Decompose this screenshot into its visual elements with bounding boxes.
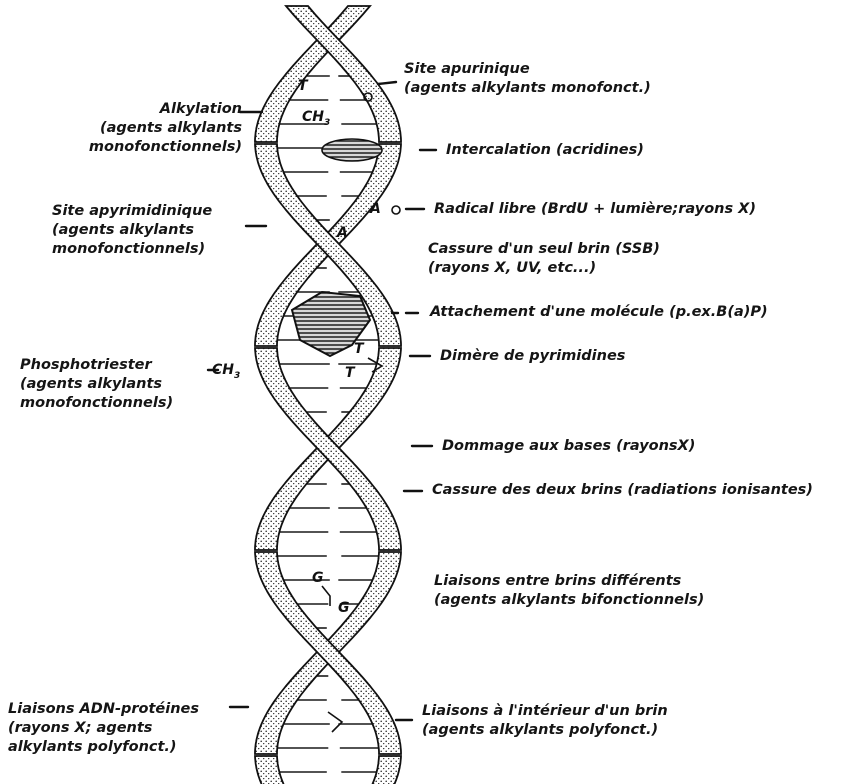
label-liaisons-entre-brins: Liaisons entre brins différents (agents … (434, 572, 704, 610)
base-pair-rungs (277, 76, 378, 772)
marker-methyl-left: CH3 (212, 362, 240, 381)
label-line: (agents alkylants bifonctionnels) (434, 591, 704, 610)
methyl-text: CH (302, 109, 324, 125)
marker-thymine-1: T (298, 78, 308, 94)
label-line: (agents alkylants (72, 119, 242, 138)
marker-guanine-2: G (338, 600, 350, 616)
label-line: (agents alkylants (52, 221, 212, 240)
leader-site-apurinique (378, 82, 396, 84)
label-line: Intercalation (acridines) (446, 141, 644, 160)
label-line: Phosphotriester (20, 356, 173, 375)
label-alkylation: Alkylation (agents alkylants monofonctio… (72, 100, 242, 157)
label-cassure-deux-brins: Cassure des deux brins (radiations ionis… (432, 481, 813, 500)
label-line: alkylants polyfonct.) (8, 738, 199, 757)
marker-thymine-2: T (354, 341, 364, 357)
label-intercalation: Intercalation (acridines) (446, 141, 644, 160)
label-line: (rayons X, UV, etc...) (428, 259, 660, 278)
label-phosphotriester: Phosphotriester (agents alkylants monofo… (20, 356, 173, 413)
intrastrand-link (328, 712, 342, 732)
label-site-apurinique: Site apurinique (agents alkylants monofo… (404, 60, 651, 98)
label-dimere: Dimère de pyrimidines (440, 347, 625, 366)
label-line: Liaisons ADN-protéines (8, 700, 199, 719)
label-liaisons-interieur: Liaisons à l'intérieur d'un brin (agents… (422, 702, 668, 740)
label-attachement: Attachement d'une molécule (p.ex.B(a)P) (430, 303, 768, 322)
label-line: (agents alkylants monofonct.) (404, 79, 651, 98)
label-radical-libre: Radical libre (BrdU + lumière;rayons X) (434, 200, 756, 219)
free-radical-circle (392, 206, 400, 214)
label-line: Site apyrimidinique (52, 202, 212, 221)
label-line: Dimère de pyrimidines (440, 347, 625, 366)
label-site-apyrimidinique: Site apyrimidinique (agents alkylants mo… (52, 202, 212, 259)
marker-adenine-2: A (337, 225, 348, 241)
label-line: (rayons X; agents (8, 719, 199, 738)
label-line: monofonctionnels) (20, 394, 173, 413)
marker-adenine-1: A (370, 201, 381, 217)
label-dommage-bases: Dommage aux bases (rayonsX) (442, 437, 695, 456)
label-line: (agents alkylants polyfonct.) (422, 721, 668, 740)
marker-thymine-3: T (345, 365, 355, 381)
label-liaisons-adn-proteines: Liaisons ADN-protéines (rayons X; agents… (8, 700, 199, 757)
label-line: Radical libre (BrdU + lumière;rayons X) (434, 200, 756, 219)
marker-methyl-top: CH3 (302, 109, 330, 128)
label-line: Attachement d'une molécule (p.ex.B(a)P) (430, 303, 768, 322)
label-line: Cassure d'un seul brin (SSB) (428, 240, 660, 259)
backbone-segment (370, 756, 401, 784)
intercalated-molecule (322, 139, 382, 161)
leader-lines (208, 82, 436, 720)
marker-guanine-1: G (312, 570, 324, 586)
label-line: (agents alkylants (20, 375, 173, 394)
label-line: Liaisons entre brins différents (434, 572, 704, 591)
methyl-text: CH (212, 362, 234, 378)
label-line: Site apurinique (404, 60, 651, 79)
label-cassure-seul-brin: Cassure d'un seul brin (SSB) (rayons X, … (428, 240, 660, 278)
label-line: Dommage aux bases (rayonsX) (442, 437, 695, 456)
label-line: Liaisons à l'intérieur d'un brin (422, 702, 668, 721)
interstrand-link (322, 586, 330, 606)
backbone-segment (255, 756, 286, 784)
label-line: monofonctionnels) (72, 138, 242, 157)
label-line: Cassure des deux brins (radiations ionis… (432, 481, 813, 500)
methyl-subscript: 3 (324, 118, 330, 128)
label-line: Alkylation (72, 100, 242, 119)
label-line: monofonctionnels) (52, 240, 212, 259)
methyl-subscript: 3 (234, 371, 240, 381)
